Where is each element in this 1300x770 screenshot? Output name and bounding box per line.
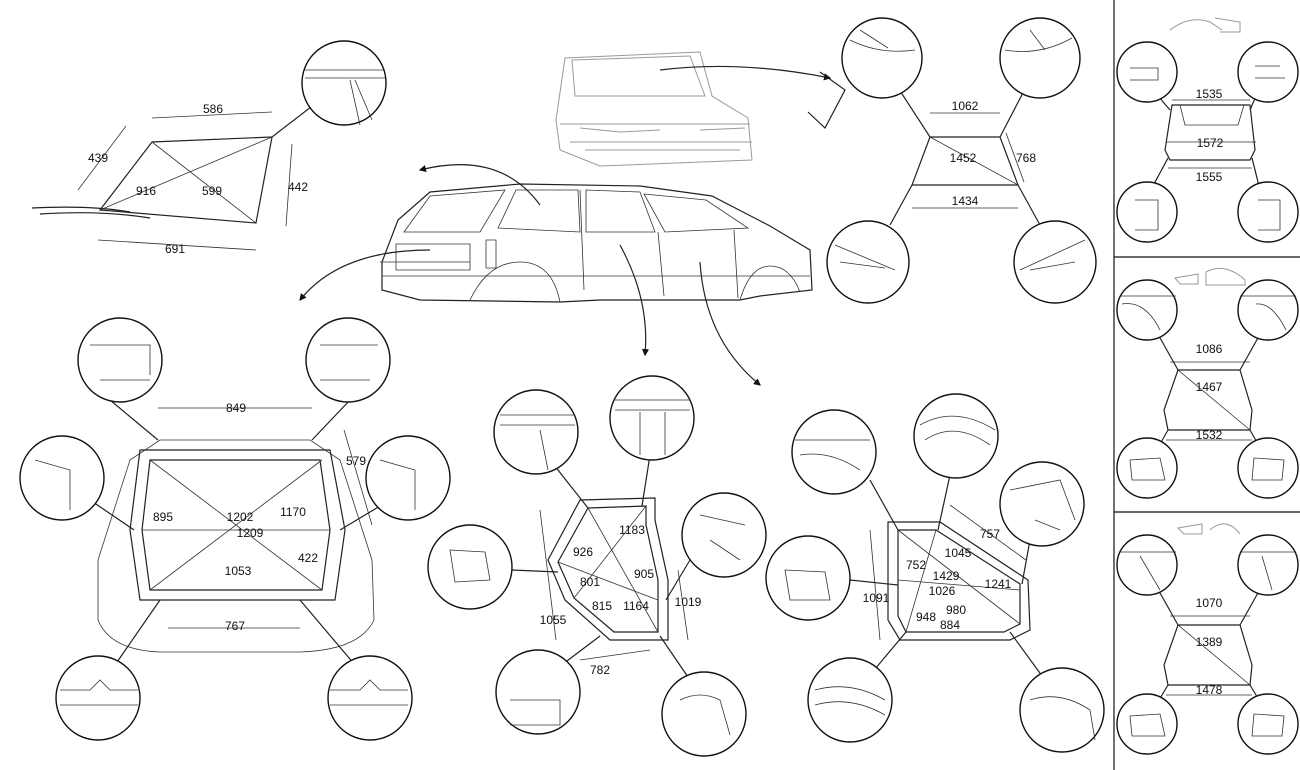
dim-1241: 1241 [985, 577, 1012, 591]
dim-916: 916 [136, 184, 156, 198]
rear-door-opening-diagram: 757 1045 752 1429 1026 1241 1091 948 980… [765, 393, 1105, 753]
zoom-detail-rdoor-2 [913, 393, 999, 479]
zoom-detail-fdoor-5 [495, 649, 581, 735]
dim-1026: 1026 [929, 584, 956, 598]
zoom-detail-tail-tr [305, 317, 391, 403]
panel-rear-section: 1070 1389 1478 [1116, 523, 1299, 755]
quarter-glass-diagram: 586 439 916 599 442 691 [31, 40, 387, 256]
dim-752: 752 [906, 558, 926, 572]
zoom-detail-quarter [301, 40, 387, 126]
front-car-sketch [555, 51, 846, 167]
zoom-detail-rdoor-3 [999, 461, 1085, 547]
dim-1091: 1091 [863, 591, 890, 605]
zoom-detail-fdoor-1 [493, 389, 579, 475]
dim-1532: 1532 [1196, 428, 1223, 442]
panel-front-section: 1535 1572 1555 [1116, 17, 1299, 243]
zoom-detail-p1-bl [1116, 181, 1178, 243]
zoom-detail-tail-tl [77, 317, 163, 403]
dim-1555: 1555 [1196, 170, 1223, 184]
dim-895: 895 [153, 510, 173, 524]
dim-948: 948 [916, 610, 936, 624]
zoom-detail-p1-br [1237, 181, 1299, 243]
dim-757: 757 [980, 527, 1000, 541]
dim-439: 439 [88, 151, 108, 165]
dim-1467: 1467 [1196, 380, 1223, 394]
dim-422: 422 [298, 551, 318, 565]
dim-1183: 1183 [619, 523, 645, 537]
dim-905: 905 [634, 567, 654, 581]
dim-980: 980 [946, 603, 966, 617]
dim-691: 691 [165, 242, 185, 256]
dim-926: 926 [573, 545, 593, 559]
zoom-detail-windshield-br [1013, 220, 1097, 304]
dim-884: 884 [940, 618, 960, 632]
zoom-detail-p3-br [1237, 693, 1299, 755]
zoom-detail-p3-tr [1237, 534, 1299, 596]
zoom-detail-tail-br [327, 655, 413, 741]
dim-1452: 1452 [950, 151, 977, 165]
dim-1062: 1062 [952, 99, 979, 113]
zoom-detail-windshield-bl [826, 220, 910, 304]
dim-1389: 1389 [1196, 635, 1223, 649]
zoom-detail-rdoor-4 [765, 535, 851, 621]
zoom-detail-rdoor-5 [807, 657, 893, 743]
dim-1045: 1045 [945, 546, 972, 560]
zoom-detail-rdoor-1 [791, 409, 877, 495]
zoom-detail-p2-tl [1116, 279, 1178, 341]
zoom-detail-p2-bl [1116, 437, 1178, 499]
dim-586: 586 [203, 102, 223, 116]
tailgate-diagram: 849 579 895 1202 1170 1209 422 1053 767 [19, 317, 451, 741]
dim-849: 849 [226, 401, 246, 415]
dim-1086: 1086 [1196, 342, 1223, 356]
dim-599: 599 [202, 184, 222, 198]
dim-768: 768 [1016, 151, 1036, 165]
zoom-detail-tail-mr [365, 435, 451, 521]
zoom-detail-tail-bl [55, 655, 141, 741]
windshield-diagram: 1062 1452 768 1434 [826, 17, 1097, 304]
dim-1053: 1053 [225, 564, 252, 578]
car-side-view [299, 164, 813, 386]
zoom-detail-p1-tl [1116, 41, 1178, 103]
zoom-detail-fdoor-6 [661, 671, 747, 757]
dim-1535: 1535 [1196, 87, 1223, 101]
zoom-detail-fdoor-4 [681, 492, 767, 578]
dim-815: 815 [592, 599, 612, 613]
dim-579: 579 [346, 454, 366, 468]
zoom-detail-fdoor-3 [427, 524, 513, 610]
panel-middle-section: 1086 1467 1532 [1116, 267, 1299, 499]
dim-782: 782 [590, 663, 610, 677]
zoom-detail-windshield-tr [999, 17, 1081, 99]
dim-767: 767 [225, 619, 245, 633]
dim-1209: 1209 [237, 526, 264, 540]
right-panel-frames [1113, 0, 1300, 770]
dim-1202: 1202 [227, 510, 254, 524]
zoom-detail-p1-tr [1237, 41, 1299, 103]
dim-801: 801 [580, 575, 600, 589]
dim-1019: 1019 [675, 595, 702, 609]
dim-1572: 1572 [1197, 136, 1224, 150]
front-door-opening-diagram: 1183 926 905 801 815 1164 1019 1055 782 [427, 375, 767, 757]
dim-1070: 1070 [1196, 596, 1223, 610]
dim-1170: 1170 [280, 505, 306, 519]
zoom-detail-tail-ml [19, 435, 105, 521]
zoom-detail-fdoor-2 [609, 375, 695, 461]
dim-442: 442 [288, 180, 308, 194]
dim-1478: 1478 [1196, 683, 1223, 697]
dim-1429: 1429 [933, 569, 960, 583]
zoom-detail-rdoor-6 [1019, 667, 1105, 753]
zoom-detail-windshield-tl [841, 17, 923, 99]
zoom-detail-p2-br [1237, 437, 1299, 499]
dim-1164: 1164 [623, 599, 649, 613]
dim-1434: 1434 [952, 194, 979, 208]
dim-1055: 1055 [540, 613, 567, 627]
zoom-detail-p3-bl [1116, 693, 1178, 755]
zoom-detail-p2-tr [1237, 279, 1299, 341]
zoom-detail-p3-tl [1116, 534, 1178, 596]
